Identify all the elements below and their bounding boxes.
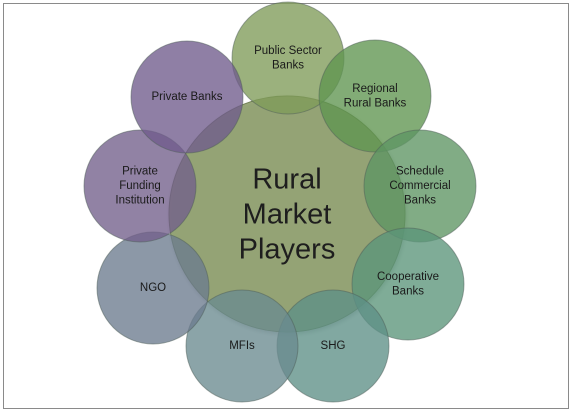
- node-label-mfis-line-1: MFIs: [229, 340, 255, 352]
- center-label-line-1: Rural: [252, 164, 321, 196]
- node-label-ngo-line-1: NGO: [140, 282, 166, 294]
- node-shg: SHG: [276, 289, 390, 403]
- center-label-line-2: Market: [243, 199, 332, 231]
- node-circle-private-funding-institution: [83, 129, 197, 243]
- node-label-schedule-commercial-banks-line-2: Commercial: [389, 180, 450, 192]
- node-circle-mfis: [185, 289, 299, 403]
- node-label-regional-rural-banks-line-1: Regional: [352, 83, 397, 95]
- node-label-public-sector-banks-line-2: Banks: [272, 59, 304, 71]
- node-label-private-banks-line-1: Private Banks: [152, 91, 223, 103]
- node-mfis: MFIs: [185, 289, 299, 403]
- node-label-schedule-commercial-banks-line-3: Banks: [404, 195, 436, 207]
- node-label-shg-line-1: SHG: [321, 340, 346, 352]
- center-label-line-3: Players: [239, 234, 336, 266]
- node-label-cooperative-banks-line-1: Cooperative: [377, 271, 439, 283]
- node-ngo: NGO: [96, 231, 210, 345]
- node-circle-private-banks: [130, 40, 244, 154]
- node-label-private-funding-institution-line-2: Funding: [119, 180, 161, 192]
- node-circle-cooperative-banks: [351, 227, 465, 341]
- node-label-public-sector-banks-line-1: Public Sector: [254, 45, 322, 57]
- node-label-private-funding-institution-line-1: Private: [122, 166, 158, 178]
- node-label-regional-rural-banks-line-2: Rural Banks: [344, 97, 407, 109]
- node-private-banks: Private Banks: [130, 40, 244, 154]
- node-label-schedule-commercial-banks-line-1: Schedule: [396, 166, 444, 178]
- node-label-private-funding-institution-line-3: Institution: [115, 195, 164, 207]
- node-label-cooperative-banks-line-2: Banks: [392, 285, 424, 297]
